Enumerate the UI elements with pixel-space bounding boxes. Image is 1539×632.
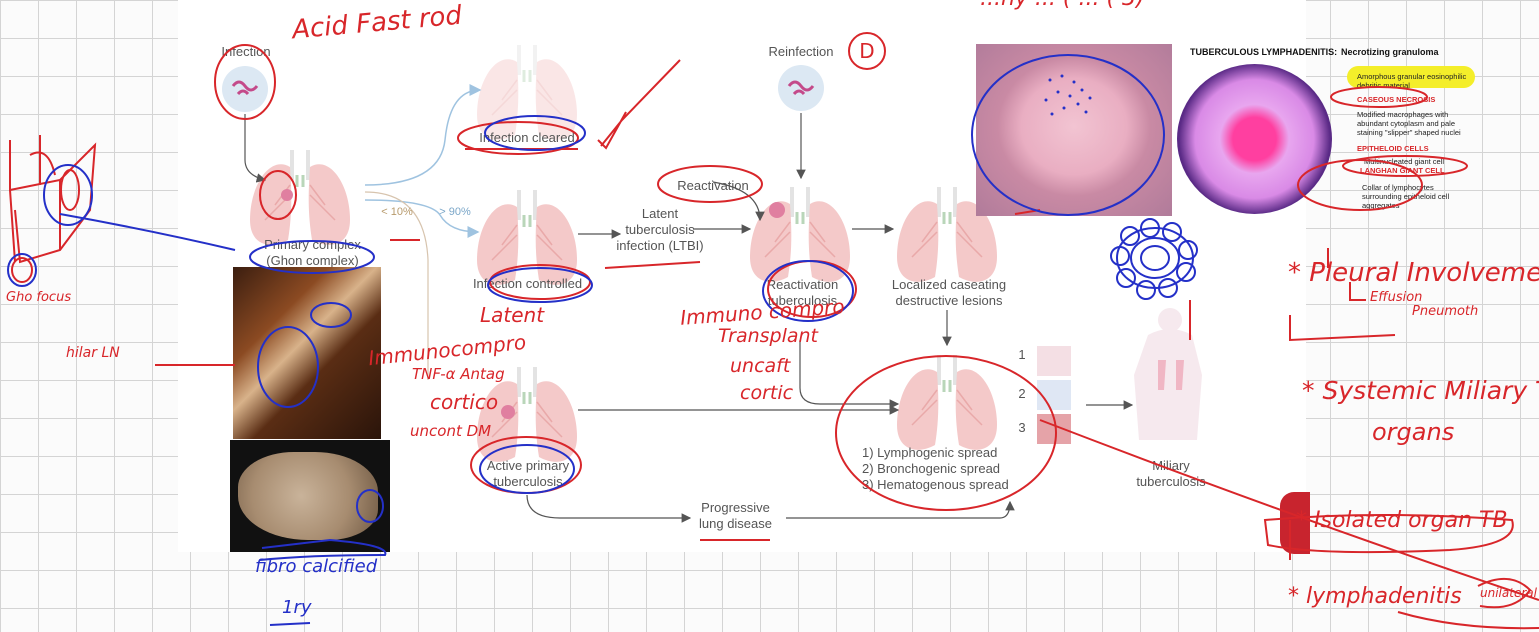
note-pleural: * Pleural Involvement [1288, 258, 1539, 288]
note-unilateral: unilateral [1480, 586, 1537, 600]
note-tnf: TNF-α Antag [412, 365, 505, 383]
note-hilar-ln: hilar LN [66, 345, 120, 361]
note-transplant: Transplant [718, 325, 818, 347]
note-top-scribble: ...ny ... ( ... ( 3) [980, 0, 1145, 11]
note-uncaft: uncaft [730, 355, 790, 377]
note-uncont-dm: uncont DM [410, 422, 491, 440]
note-effusion: Effusion [1370, 290, 1422, 305]
note-ghon-focus: Gho focus [6, 290, 71, 305]
note-cortico: cortico [430, 390, 498, 414]
note-cortic: cortic [740, 382, 793, 404]
note-latent: Latent [480, 303, 544, 327]
note-d-circle: D [848, 32, 886, 70]
note-pneumoth: Pneumoth [1412, 304, 1478, 319]
note-organs: organs [1372, 418, 1454, 446]
note-systemic-miliary: * Systemic Miliary TB [1302, 376, 1539, 405]
note-1ry: 1ry [282, 597, 312, 618]
note-fibro-calcified: fibro calcified [255, 556, 377, 577]
note-lymphadenitis: * lymphadenitis [1288, 584, 1462, 609]
note-isolated-organ: * Isolated organ TB [1296, 508, 1508, 533]
